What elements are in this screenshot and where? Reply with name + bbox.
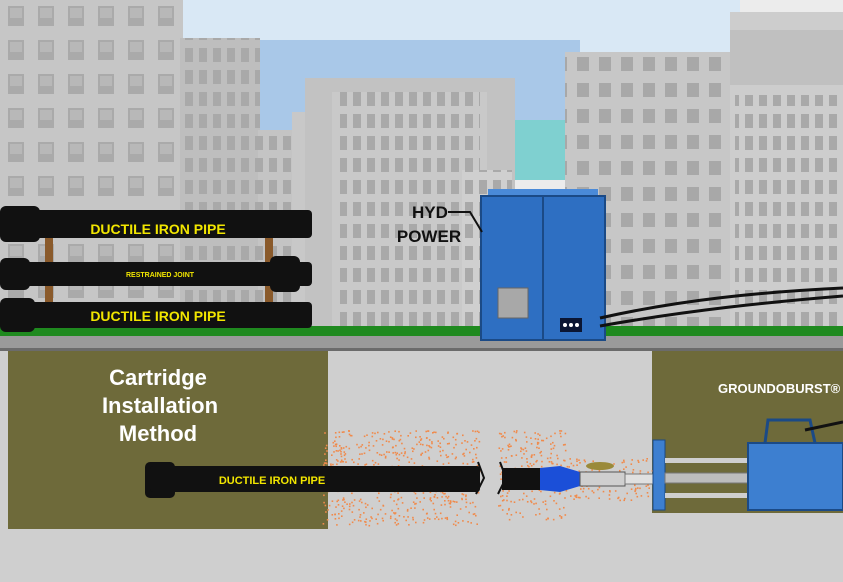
method-line2: Installation (102, 393, 218, 418)
underground-pipe-label: DUCTILE IRON PIPE (219, 475, 325, 487)
pipe-bottom-label: DUCTILE IRON PIPE (90, 308, 225, 324)
method-line3: Method (119, 421, 197, 446)
hyd-label-line1: HYD (412, 203, 448, 222)
hyd-label-line2: POWER (397, 227, 461, 246)
groundoburst-label: GROUNDOBURST® (718, 381, 841, 396)
pipe-top-label: DUCTILE IRON PIPE (90, 221, 225, 237)
restrained-joint-label: RESTRAINED JOINT (126, 272, 195, 279)
method-line1: Cartridge (109, 365, 207, 390)
pavement (0, 336, 843, 350)
